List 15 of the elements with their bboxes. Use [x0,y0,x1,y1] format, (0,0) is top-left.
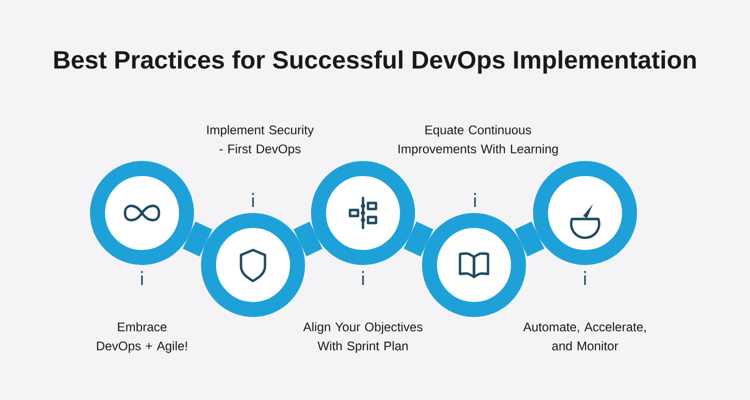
step-label: Equate Continuous Improvements With Learning [398,125,558,156]
ring-circle [422,213,526,317]
step-label: Automate, Accelerate, and Monitor [523,322,646,350]
chain-band [294,222,322,256]
ring-circle [533,161,637,265]
ring-circle [90,161,194,265]
chain-band [182,221,212,257]
ring-circle [311,161,415,265]
step-label: Embrace DevOps + Agile! [97,322,187,353]
step-label: Align Your Objectives With Sprint Plan [303,322,422,353]
ring-circle [201,213,305,317]
chain-band [514,221,544,257]
chain-band [404,221,434,257]
title: Best Practices for Successful DevOps Implementation [54,50,696,74]
step-label: Implement Security - First DevOps [207,125,314,156]
